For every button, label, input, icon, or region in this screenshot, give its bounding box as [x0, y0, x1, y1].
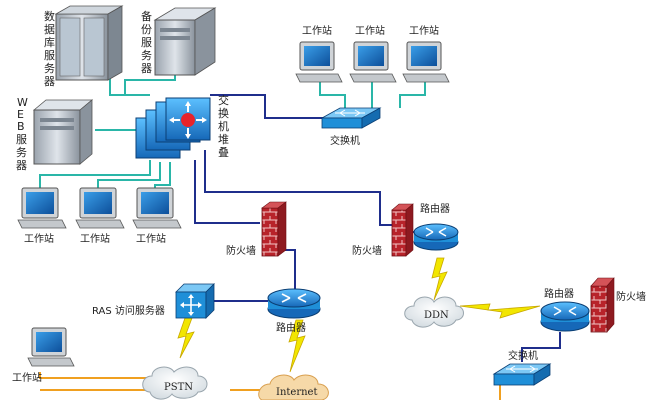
ws-mid-3[interactable]	[132, 187, 182, 229]
firewall-mid[interactable]	[261, 201, 287, 257]
ws-mid-1-label: 工作站	[24, 232, 54, 245]
router-right-label: 路由器	[544, 287, 574, 300]
svg-text:器: 器	[44, 75, 55, 88]
router-mid-label: 路由器	[276, 321, 306, 334]
db-server-label: 数 据 库 服 务 器	[44, 10, 55, 88]
svg-text:叠: 叠	[218, 146, 229, 159]
svg-text:数: 数	[44, 10, 55, 23]
svg-text:服: 服	[141, 36, 152, 49]
svg-text:器: 器	[141, 62, 152, 75]
backup-server-label: 备 份 服 务 器	[141, 9, 152, 75]
ws-top-1-label: 工作站	[302, 24, 332, 37]
wan-links	[177, 257, 541, 373]
pstn-cloud[interactable]	[142, 366, 208, 400]
svg-text:备: 备	[141, 9, 152, 23]
link-firewall-router	[280, 249, 296, 292]
lightning-ras-pstn	[177, 317, 195, 359]
ws-top-3[interactable]	[402, 41, 450, 83]
router-ddn-label: 路由器	[420, 202, 450, 215]
svg-text:B: B	[17, 120, 25, 133]
lightning-ddn-router-right	[459, 303, 541, 319]
ras-server[interactable]	[175, 283, 215, 319]
svg-text:服: 服	[44, 49, 55, 62]
ddn-cloud-label: DDN	[424, 310, 449, 321]
router-ddn[interactable]	[413, 223, 459, 251]
link-stack-switch	[210, 94, 325, 119]
link-ws-mid-3	[154, 162, 171, 190]
ws-mid-2[interactable]	[75, 187, 125, 229]
svg-text:换: 换	[218, 106, 229, 120]
switch-bottom-label: 交换机	[508, 349, 538, 362]
svg-text:E: E	[17, 108, 24, 121]
ws-top-2[interactable]	[349, 41, 397, 83]
ws-bottom[interactable]	[27, 327, 75, 367]
svg-text:器: 器	[16, 159, 27, 172]
router-mid[interactable]	[267, 288, 321, 319]
ras-server-label: RAS 访问服务器	[92, 304, 165, 317]
svg-text:交: 交	[218, 93, 229, 107]
db-server[interactable]	[54, 5, 124, 81]
firewall-mid-label: 防火墙	[226, 244, 256, 257]
svg-text:机: 机	[218, 119, 229, 133]
switch-stack[interactable]	[135, 97, 211, 159]
svg-text:堆: 堆	[218, 133, 229, 146]
svg-text:W: W	[17, 96, 28, 109]
ws-bottom-label: 工作站	[12, 371, 42, 384]
svg-text:务: 务	[141, 49, 152, 62]
pstn-cloud-label: PSTN	[164, 382, 193, 393]
svg-text:务: 务	[44, 62, 55, 75]
internet-cloud[interactable]	[258, 374, 329, 400]
link-ws-mid-1	[39, 160, 151, 190]
ws-top-2-label: 工作站	[355, 24, 385, 37]
firewall-ddn-label: 防火墙	[352, 244, 382, 257]
switch-top-label: 交换机	[330, 134, 360, 147]
firewall-ddn[interactable]	[391, 203, 414, 257]
svg-text:份: 份	[141, 23, 152, 36]
link-router-switch-bottom	[521, 332, 561, 362]
ws-mid-2-label: 工作站	[80, 232, 110, 245]
web-server[interactable]	[32, 99, 94, 165]
firewall-right-label: 防火墙	[616, 290, 646, 303]
router-right[interactable]	[540, 301, 590, 332]
switch-stack-label: 交 换 机 堆 叠	[218, 93, 229, 159]
ws-top-1[interactable]	[295, 41, 343, 83]
internet-cloud-label: Internet	[276, 387, 317, 398]
ws-mid-3-label: 工作站	[136, 232, 166, 245]
firewall-right[interactable]	[590, 277, 615, 333]
switch-top[interactable]	[320, 107, 382, 129]
link-ws-top-3	[399, 82, 426, 108]
backup-server[interactable]	[153, 7, 217, 76]
svg-text:务: 务	[16, 146, 27, 159]
ws-mid-1[interactable]	[17, 187, 67, 229]
switch-bottom[interactable]	[492, 363, 552, 386]
lightning-router-internet	[288, 319, 306, 373]
ws-top-3-label: 工作站	[409, 24, 439, 37]
svg-text:据: 据	[44, 22, 55, 36]
link-stack-firewall	[194, 160, 260, 224]
lightning-router-ddn	[431, 257, 448, 301]
svg-text:库: 库	[44, 36, 55, 49]
link-stack-firewall-ddn	[204, 150, 392, 226]
ddn-cloud[interactable]	[404, 296, 464, 328]
web-server-label: W E B 服 务 器	[16, 96, 28, 172]
link-ws-bottom-pstn	[39, 372, 150, 379]
link-ws-mid-2	[97, 162, 161, 190]
link-ws-top-1	[319, 82, 346, 108]
svg-text:服: 服	[16, 133, 27, 146]
